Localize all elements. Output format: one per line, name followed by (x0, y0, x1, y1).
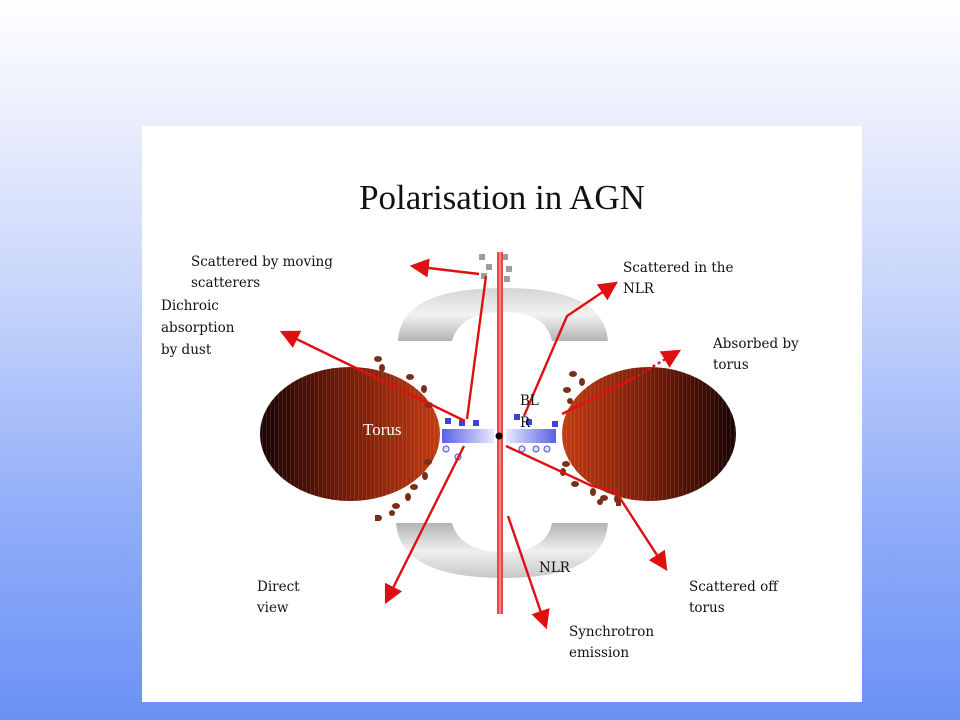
arrow-synchrotron (506, 515, 550, 630)
blr-clouds (445, 414, 558, 427)
label-dichroic: Dichroic absorption by dust (161, 298, 235, 358)
photon-paths (279, 258, 682, 630)
central-black-hole (495, 432, 503, 440)
dust-clouds (374, 356, 621, 521)
label-scattered-moving: Scattered by moving scatterers (191, 254, 333, 291)
label-scattered-off-torus: Scattered off torus (689, 579, 778, 616)
label-torus: Torus (363, 420, 402, 439)
label-synchrotron: Synchrotron emission (569, 624, 655, 661)
label-direct-view: Direct view (257, 579, 300, 616)
arrow-dichroic (279, 330, 466, 423)
slide-panel: Polarisation in AGN Scattered by moving … (142, 126, 862, 702)
accretion-disk-right (506, 429, 556, 443)
arrow-direct-view (384, 445, 466, 605)
label-scattered-nlr: Scattered in the NLR (623, 260, 734, 297)
arrow-scattered-nlr (522, 281, 618, 417)
torus-left-texture (260, 367, 440, 501)
arrow-scattered-off-torus (505, 444, 668, 572)
agn-diagram (260, 252, 736, 630)
arrow-moving-scatterers (409, 258, 480, 278)
torus-right-texture (562, 367, 736, 501)
label-blr: BL R (520, 393, 539, 431)
arrow-absorbed-solid (561, 377, 633, 416)
page-title: Polarisation in AGN (359, 178, 645, 217)
arrow-jet-to-scatterers (465, 275, 488, 420)
label-nlr: NLR (539, 560, 570, 576)
label-absorbed-torus: Absorbed by torus (713, 336, 799, 373)
accretion-disk-left (442, 429, 494, 443)
moving-scatterers (479, 254, 512, 282)
lower-ionisation-cone (396, 523, 608, 578)
upper-ionisation-cone (398, 288, 608, 341)
